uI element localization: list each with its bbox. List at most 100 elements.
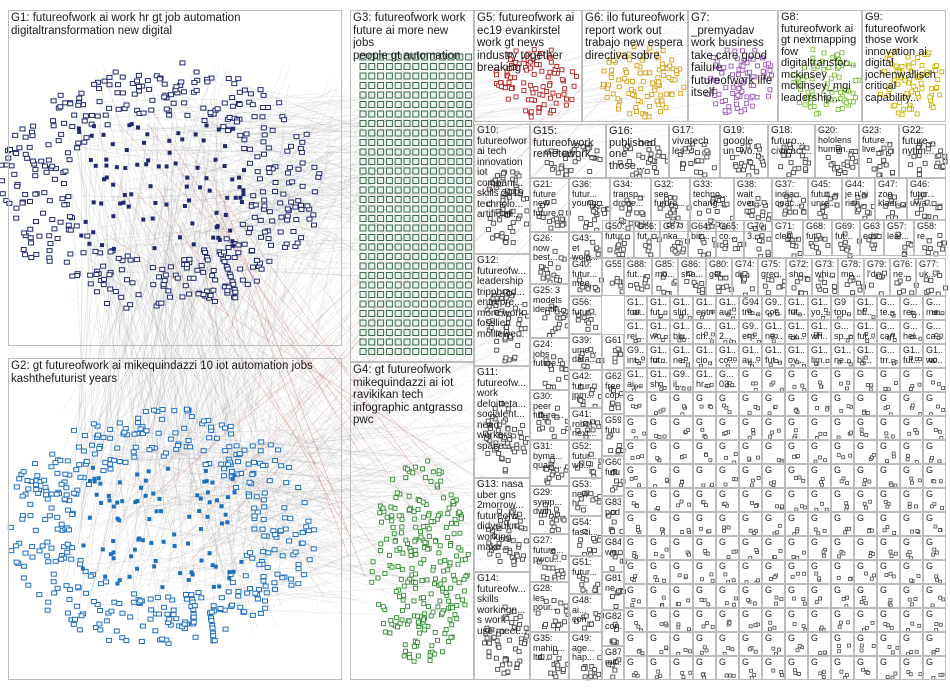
group-label: G79: l'd...	[867, 260, 887, 279]
group-box-g46: G46: futur... uwa...	[907, 178, 946, 220]
group-box-g77: G77: uk...	[916, 258, 946, 296]
group-label: G27: future... pwcu...	[533, 536, 566, 565]
group-label: G... 03...	[719, 370, 736, 389]
group-label: G57: lear...	[887, 222, 911, 241]
group-box-g70: G70: 3...	[744, 220, 772, 258]
group-box-small: G1... fut...	[900, 344, 923, 368]
group-box-small: G	[808, 392, 831, 416]
group-label: G1... rei...	[627, 322, 644, 341]
group-box-small: G1... wo...	[647, 320, 670, 344]
group-label: G15: futureofwork remotework...	[533, 126, 603, 161]
group-box-small: G1... co...	[716, 344, 739, 368]
group-label: G83: pod...	[605, 498, 621, 517]
group-label-generic: G	[880, 394, 897, 404]
group-label: G1... fut...	[857, 322, 874, 341]
group-label-generic: G	[811, 394, 828, 404]
group-label: G14: futureofw... skills workingn... s w…	[477, 574, 527, 637]
group-label: G... rei...	[903, 298, 920, 317]
group-label: G34: transp... drone...	[613, 180, 648, 209]
group-label: G58: re...	[917, 222, 943, 241]
group-label: G5: futureofwork ai ec19 evankirstel wor…	[477, 12, 579, 75]
group-box-small: G1... fut...	[854, 320, 877, 344]
group-box-small: G	[808, 368, 831, 392]
group-box-small: G... te...	[877, 296, 900, 320]
group-box-small: G	[900, 368, 923, 392]
group-label: G65: co...	[719, 222, 741, 241]
group-label: G24: jobs future...	[533, 340, 566, 369]
group-box-small: G1... blu...	[670, 320, 693, 344]
group-label: G1... sh...	[650, 370, 667, 389]
group-label: G9: futureofwork those work innovation a…	[865, 12, 943, 104]
group-label: G23: future... live...	[862, 126, 896, 155]
group-label: G87: mit...	[605, 648, 621, 667]
group-box-small: G1... au...	[739, 344, 762, 368]
group-label: G13: nasa uber gns 2morrow... futureofw.…	[477, 480, 527, 554]
group-label: G18: futuro... civicact...	[771, 126, 812, 158]
group-box-g74: G74: di...	[732, 258, 758, 296]
group-box-g69: G69: fut...	[832, 220, 860, 256]
group-label: G26: now best...	[533, 234, 566, 263]
group-label: G... ca...	[926, 322, 943, 341]
group-label: G41: robot next...	[572, 410, 599, 439]
group-box-g18: G18: futuro... civicact...	[768, 124, 815, 178]
group-label: G54: fasci...	[572, 518, 599, 537]
group-label: G39: ume... data...	[572, 336, 599, 365]
group-label: G37: india... coac...	[775, 180, 805, 209]
group-box-g84: G84: wo...	[602, 536, 624, 572]
group-box-g83: G83: pod...	[602, 496, 624, 536]
group-label: G70: 3...	[747, 222, 769, 241]
group-label-generic: G	[696, 394, 713, 404]
group-box-small: G	[877, 392, 900, 416]
group-label: G47: zoo klaar...	[878, 180, 904, 209]
group-label-generic: G	[627, 418, 644, 428]
group-label: G11: futureofw... work deloitteta... soc…	[477, 368, 527, 452]
group-box-g71: G71: cleg...	[772, 220, 803, 258]
group-box-g49: G49: age... hap...	[569, 632, 602, 680]
group-label-generic: G	[926, 394, 943, 404]
group-label-generic: G	[673, 394, 690, 404]
group-box-small: G	[785, 392, 808, 416]
group-box-small: G... ca...	[923, 320, 946, 344]
group-label: G1... blu...	[673, 322, 690, 341]
group-box-small: G1... fut...	[762, 344, 785, 368]
group-box-g58: G58: re...	[914, 220, 946, 256]
group-label: G59: futu...	[605, 416, 621, 435]
group-box-small: G1... rei...	[624, 320, 647, 344]
group-label: G... can...	[880, 322, 897, 341]
group-box-small: G1... ov...	[785, 344, 808, 368]
group-label: G48: ai... con...	[572, 596, 599, 625]
group-box-g31: G31: byma... qualit...	[530, 440, 569, 486]
group-box-g81: G81: ne...	[602, 572, 624, 610]
group-box-g24: G24: jobs future...	[530, 338, 569, 390]
group-label: G... sp...	[834, 322, 851, 341]
group-label: G2: gt futureofwork ai mikequindazzi 10 …	[11, 360, 339, 385]
group-box-small: G	[670, 392, 693, 416]
group-box-g5: G5: futureofwork ai ec19 evankirstel wor…	[474, 10, 582, 122]
group-box-g14: G14: futureofw... skills workingn... s w…	[474, 572, 530, 680]
group-box-small: G1... ai...	[624, 368, 647, 392]
group-label: G61	[605, 336, 621, 346]
group-box-g3: G3: futureofwork work future ai more new…	[350, 10, 474, 362]
group-label: G86: sha...	[681, 260, 703, 279]
group-box-g4: G4: gt futureofwork mikequindazzi ai iot…	[350, 362, 474, 680]
group-label: G56: futur...	[572, 298, 599, 317]
group-label: G1... au...	[742, 346, 759, 365]
group-label: G1... ex...	[788, 322, 805, 341]
group-box-g1: G1: futureofwork ai work hr gt job autom…	[8, 10, 342, 346]
group-box-small: G	[923, 392, 946, 416]
group-box-small: G	[831, 368, 854, 392]
group-box-g19: G19: google un_wo...	[720, 124, 768, 178]
group-box-g41: G41: robot next...	[569, 408, 602, 440]
group-box-small: G1... cio...	[693, 344, 716, 368]
group-label: G1... ne...	[765, 322, 782, 341]
group-box-small: G	[739, 392, 762, 416]
group-box-g15: G15: futureofwork remotework...	[530, 124, 606, 178]
group-box-g78: G78: mo...	[838, 258, 864, 296]
group-box-g44: G44: je n'ai rien...	[842, 178, 875, 220]
group-label: G1... co...	[719, 346, 736, 365]
group-box-small: G1... fut...	[785, 296, 808, 320]
group-box-g11: G11: futureofw... work deloitteta... soc…	[474, 366, 530, 478]
group-box-small: G9... il...	[670, 368, 693, 392]
group-box-g23: G23: future... live...	[859, 124, 899, 178]
group-box-small: G94 tre...	[739, 296, 762, 320]
